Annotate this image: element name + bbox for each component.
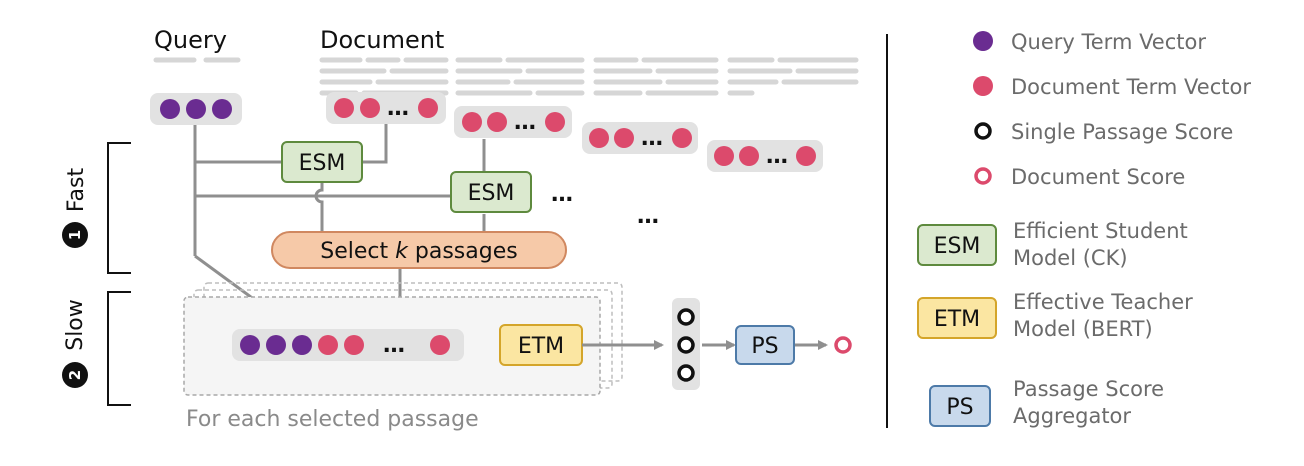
legend-esm-line2: Model (CK) [1013, 246, 1128, 270]
slow-number-badge [62, 362, 88, 388]
etm-box: ETM [499, 324, 583, 366]
legend-esm: ESM Efficient Student Model (CK) [917, 219, 1188, 270]
esm-2-label: ESM [468, 181, 515, 206]
document-score-circle [834, 336, 852, 354]
legend-ps: PS Passage Score Aggregator [929, 377, 1164, 428]
passage-2-ellipsis: … [514, 110, 536, 135]
esm-box-1: ESM [281, 141, 363, 183]
query-label: Query [154, 26, 227, 54]
slow-stage-label: 2 Slow [62, 299, 88, 388]
select-k-label: Select k passages [320, 239, 517, 264]
esm-output-hop [314, 182, 324, 232]
fast-number: 1 [66, 230, 84, 240]
legend-query-dot [973, 31, 993, 51]
document-label: Document [320, 26, 444, 54]
query-vector [150, 93, 242, 125]
legend-single-passage-score: Single Passage Score [1011, 120, 1233, 144]
passage-vector-2: … [454, 106, 572, 138]
more-passages-ellipsis: … [637, 204, 659, 229]
slow-bracket [107, 291, 131, 406]
fast-number-badge [62, 222, 88, 248]
passage-1-ellipsis: … [387, 96, 409, 121]
ps-box: PS [735, 325, 795, 365]
legend-passage-score-circle [974, 122, 992, 140]
for-each-caption: For each selected passage [186, 407, 479, 432]
passage-3-ellipsis: … [641, 126, 663, 151]
legend-etm-line1: Effective Teacher [1013, 290, 1193, 314]
etm-label: ETM [518, 334, 564, 359]
ps-label: PS [751, 334, 778, 359]
fast-bracket [107, 142, 131, 274]
passage-vector-4: … [707, 140, 823, 172]
passage-vector-1: … [326, 92, 446, 124]
legend-document-term: Document Term Vector [1011, 75, 1251, 99]
slow-label: Slow [63, 299, 88, 351]
document-text-lines [319, 57, 859, 96]
legend-ps-badge: PS [946, 395, 973, 420]
passage-scores [672, 298, 700, 390]
esm-box-2: ESM [450, 171, 532, 213]
legend-doc-dot [973, 76, 993, 96]
legend-esm-line1: Efficient Student [1013, 219, 1188, 243]
legend-ps-line1: Passage Score [1013, 377, 1164, 401]
slow-number: 2 [66, 370, 84, 380]
legend-document-score: Document Score [1011, 165, 1185, 189]
legend-etm-badge: ETM [934, 307, 980, 332]
esm-ellipsis: … [551, 182, 573, 207]
legend-etm: ETM Effective Teacher Model (BERT) [917, 290, 1193, 341]
legend: Query Term Vector Document Term Vector S… [917, 30, 1251, 428]
legend-query-term: Query Term Vector [1011, 30, 1206, 54]
passage-vector-3: … [582, 122, 698, 154]
legend-document-score-circle [974, 167, 992, 185]
passage-4-ellipsis: … [766, 144, 788, 169]
fast-label: Fast [64, 168, 89, 213]
legend-ps-line2: Aggregator [1013, 404, 1131, 428]
legend-esm-badge: ESM [934, 234, 981, 259]
select-k-box: Select k passages [271, 231, 567, 269]
esm-1-label: ESM [299, 151, 346, 176]
legend-etm-line2: Model (BERT) [1013, 317, 1153, 341]
combined-vector: … [232, 329, 464, 361]
combined-ellipsis: … [383, 333, 405, 358]
fast-stage-label: 1 Fast [62, 168, 89, 248]
